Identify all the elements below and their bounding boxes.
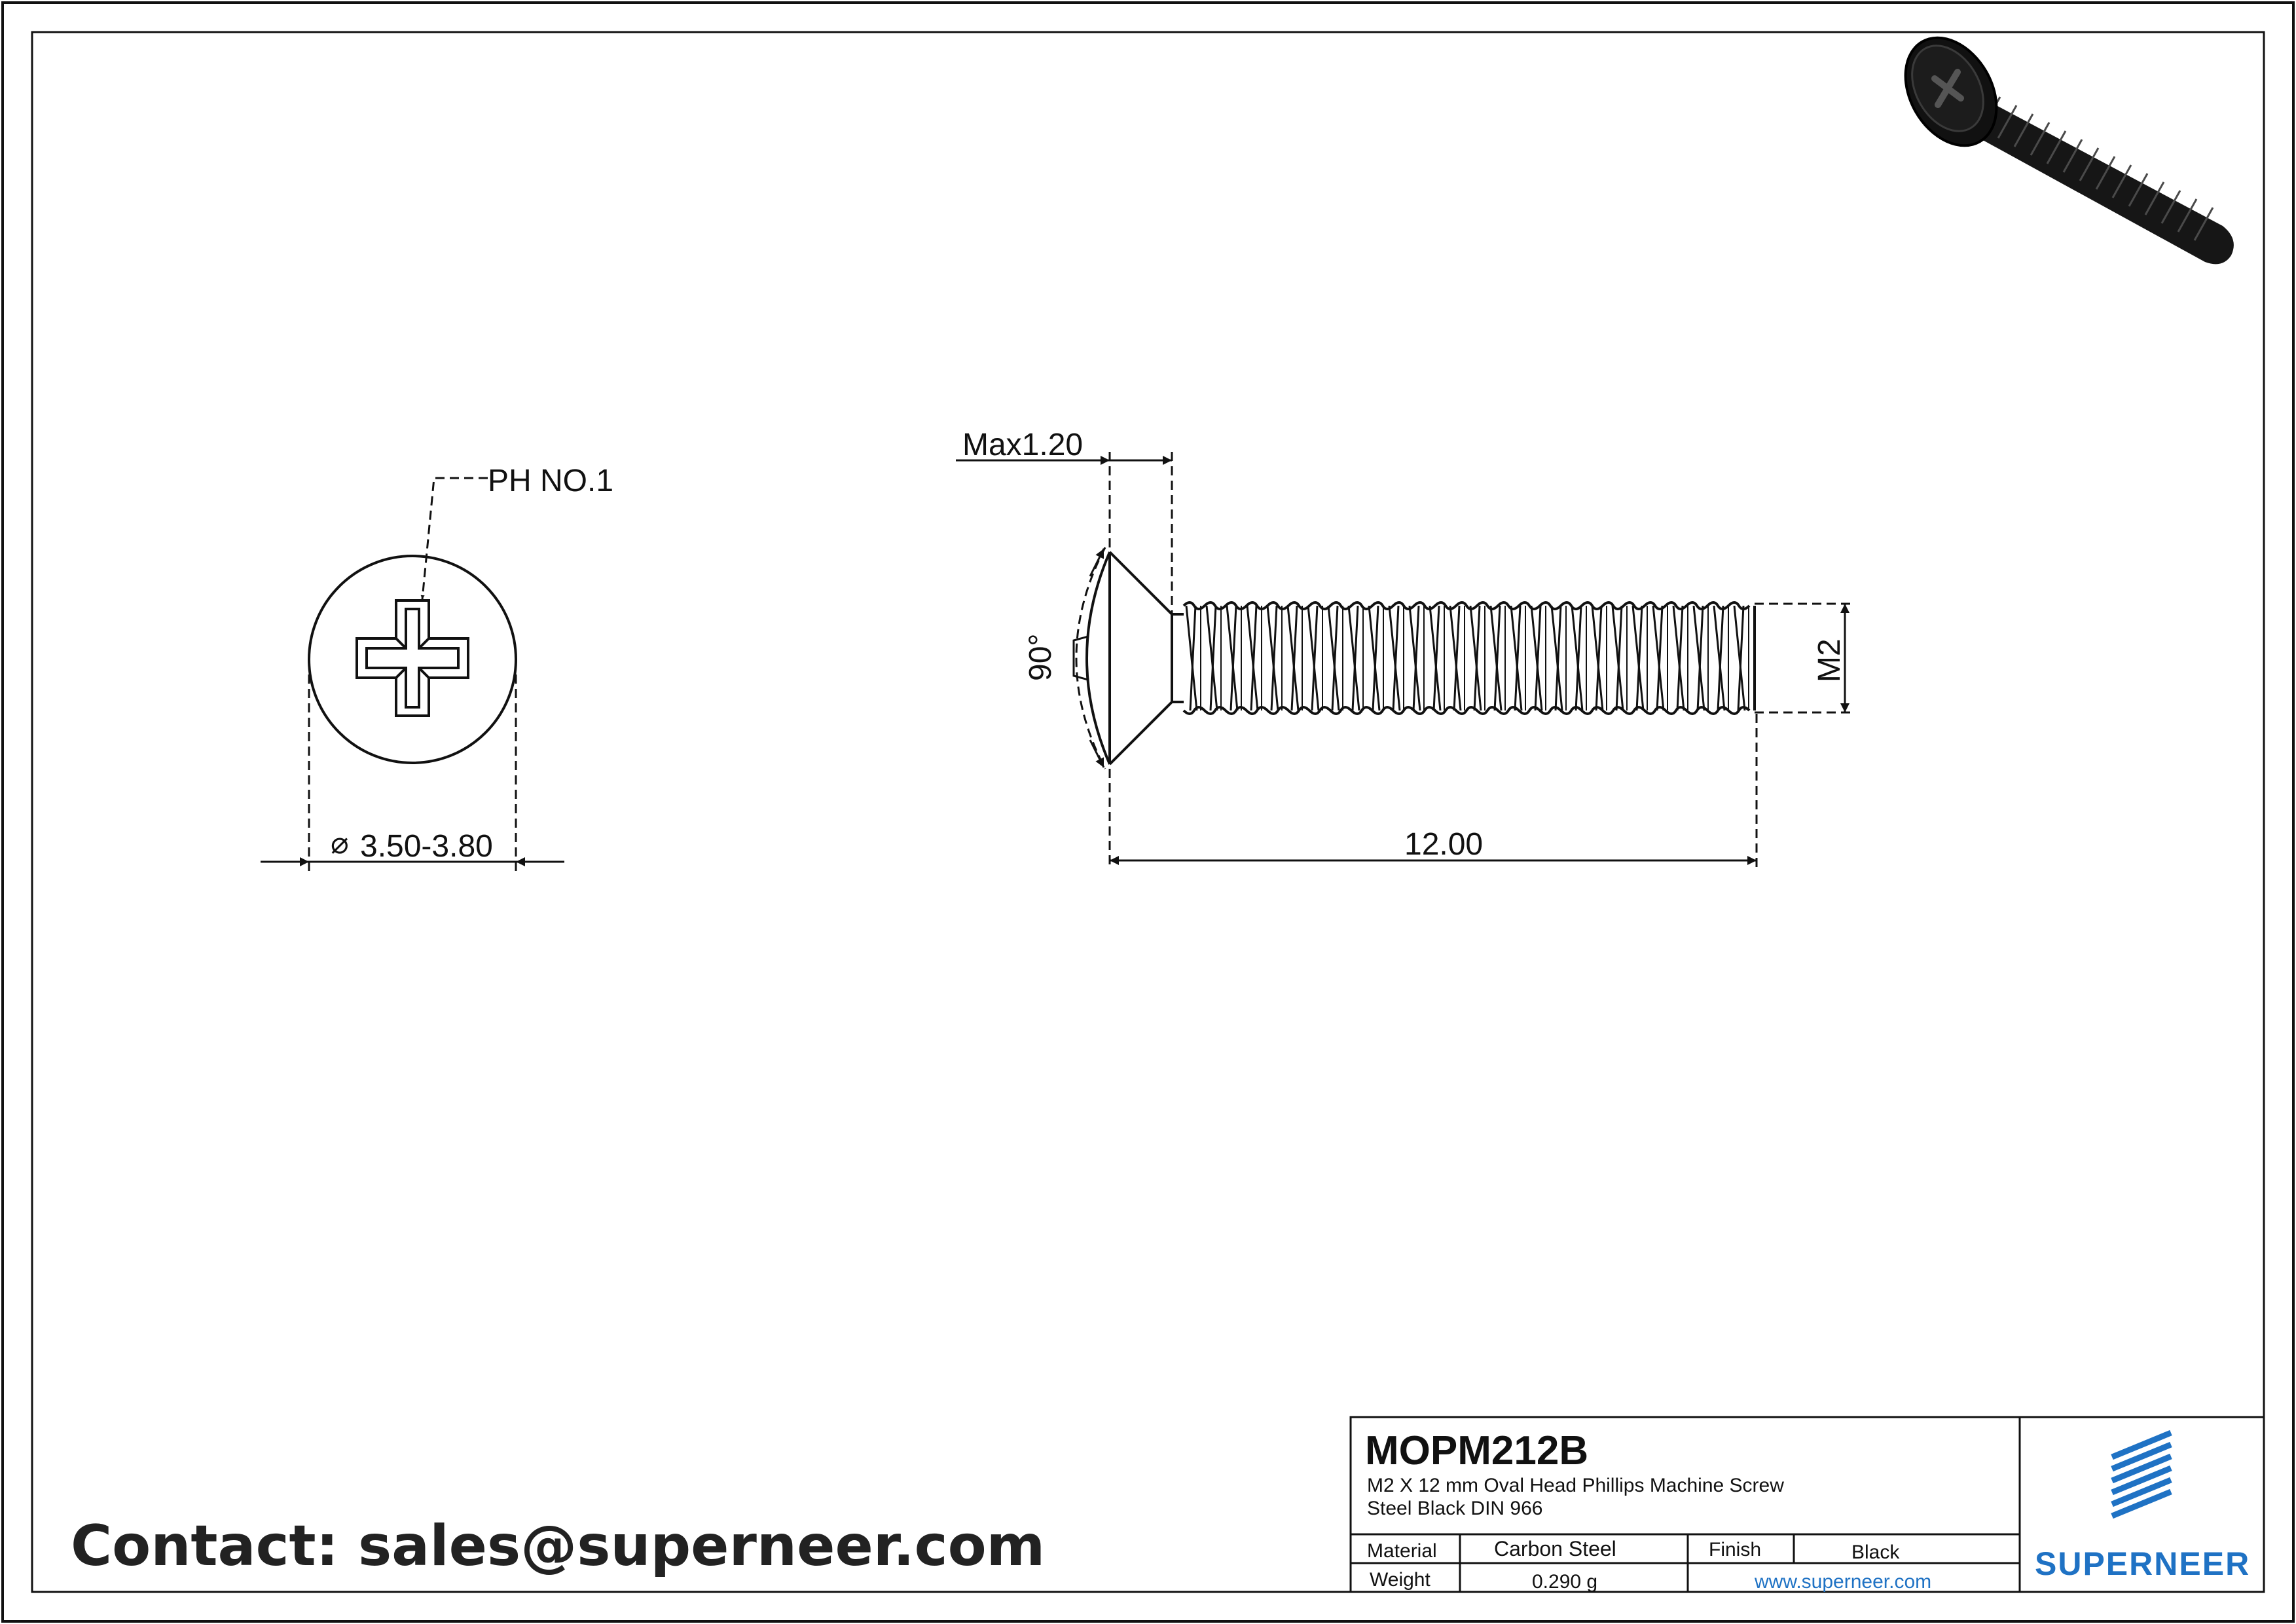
dim-thread: M2 <box>1812 638 1847 682</box>
part-number: MOPM212B <box>1365 1428 1588 1473</box>
phillips-cross-icon <box>355 599 469 717</box>
title-block <box>1349 1416 2265 1593</box>
cone-bottom <box>1108 701 1173 766</box>
dome-recess <box>1072 635 1089 681</box>
thread-crest-bottom <box>1182 706 1751 715</box>
website-link[interactable]: www.superneer.com <box>1754 1571 1931 1593</box>
screw-side-view: Max1.20 90° M2 12.00 <box>956 428 1853 868</box>
material-value: Carbon Steel <box>1494 1537 1616 1560</box>
dim-length: 12.00 <box>1404 827 1483 862</box>
superneer-logo-icon <box>2111 1430 2172 1519</box>
weight-value: 0.290 g <box>1532 1571 1597 1593</box>
dim-angle: 90° <box>1023 633 1058 681</box>
drive-leader <box>420 477 488 600</box>
angle-arc <box>1075 547 1106 769</box>
thread-hatching <box>1184 606 1755 710</box>
screw-3d-render-icon <box>1904 36 2234 265</box>
callout-drive: PH NO.1 <box>488 464 613 498</box>
thread-crest-top <box>1182 601 1751 610</box>
head-dome <box>1085 551 1111 765</box>
material-label: Material <box>1367 1540 1437 1562</box>
head-top-view: PH NO.1 ⌀ 3.50-3.80 <box>261 464 613 871</box>
contact-email[interactable]: Contact: sales@superneer.com <box>71 1513 1045 1579</box>
cone-top <box>1108 551 1173 616</box>
description-line1: M2 X 12 mm Oval Head Phillips Machine Sc… <box>1367 1475 1784 1496</box>
dim-head-diameter: 3.50-3.80 <box>360 829 493 864</box>
head-outline <box>308 555 517 764</box>
brand-name: SUPERNEER <box>2035 1545 2250 1582</box>
diameter-symbol: ⌀ <box>331 826 349 860</box>
finish-value: Black <box>1851 1541 1900 1563</box>
weight-label: Weight <box>1370 1569 1430 1591</box>
finish-label: Finish <box>1709 1539 1761 1560</box>
angle-arrow-bottom <box>1089 739 1105 768</box>
angle-arrow-top <box>1089 548 1105 577</box>
dim-head-height: Max1.20 <box>962 428 1083 462</box>
description-line2: Steel Black DIN 966 <box>1367 1498 1542 1519</box>
inner-border <box>31 31 2265 1593</box>
